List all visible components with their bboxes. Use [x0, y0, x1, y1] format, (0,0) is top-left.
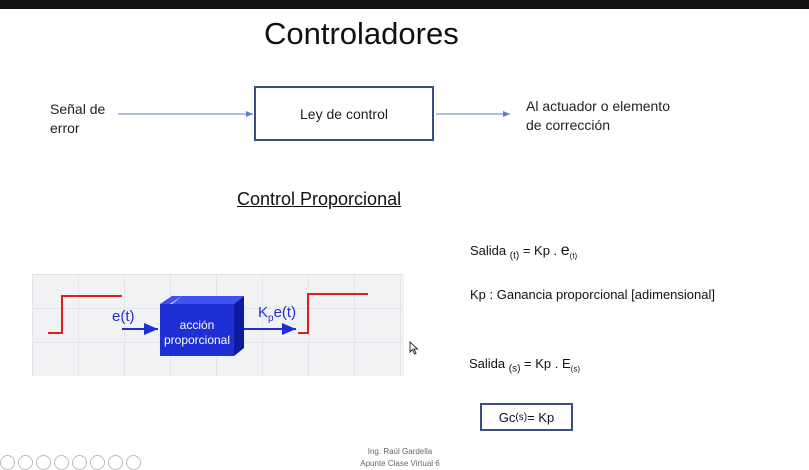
output-signal-label: Kpe(t) — [258, 304, 296, 324]
subtitles-icon[interactable] — [90, 455, 105, 470]
eq1-text: Salida — [470, 243, 510, 258]
proportional-block — [160, 296, 244, 356]
footer-author: Ing. Raúl Gardella — [367, 447, 433, 456]
output-step-signal — [298, 293, 368, 334]
top-bar — [0, 0, 809, 9]
output-label-line2: de corrección — [526, 117, 611, 133]
eq3-text: Salida — [469, 356, 509, 371]
gc-sub: (s) — [515, 411, 528, 423]
input-signal-label: e(t) — [112, 308, 135, 325]
output-k-sub: p — [268, 313, 274, 324]
gc-text-b: = Kp — [527, 409, 555, 425]
block-label: acción proporcional — [160, 318, 234, 348]
eq3-esub: (s) — [570, 364, 580, 374]
eq1-e: e — [560, 242, 570, 259]
eq1-esub: (t) — [569, 251, 578, 261]
input-label: Señal de error — [50, 100, 105, 138]
transfer-function-box: Gc(s) = Kp — [480, 403, 573, 431]
block-label-line1: acción — [179, 318, 215, 332]
eq3-text-b: = Kp . E — [520, 356, 571, 371]
footer-note: Apunte Clase Virtual 6 — [360, 459, 440, 468]
proportional-diagram: e(t) acción proporcional Kpe(t) — [32, 274, 404, 376]
pen-icon[interactable] — [36, 455, 51, 470]
control-law-label: Ley de control — [300, 105, 388, 122]
output-rest: e(t) — [273, 304, 297, 321]
presentation-toolbar — [0, 455, 141, 470]
kp-definition: Kp : Ganancia proporcional [adimensional… — [470, 287, 715, 302]
zoom-icon[interactable] — [72, 455, 87, 470]
slides-icon[interactable] — [54, 455, 69, 470]
equation-salida-t: Salida (t) = Kp . e(t) — [470, 242, 577, 262]
input-label-line2: error — [50, 120, 80, 136]
eq3-sub: (s) — [508, 363, 521, 375]
slide-title: Controladores — [264, 16, 459, 51]
input-step-signal — [48, 295, 122, 334]
section-title: Control Proporcional — [237, 189, 402, 209]
equation-salida-s: Salida (s) = Kp . E(s) — [469, 356, 580, 375]
block-label-line2: proporcional — [163, 333, 231, 347]
mouse-cursor-icon — [409, 341, 419, 355]
eq1-sub: (t) — [509, 250, 520, 262]
input-label-line1: Señal de — [50, 101, 106, 117]
camera-icon[interactable] — [108, 455, 123, 470]
output-label-line1: Al actuador o elemento — [526, 98, 670, 114]
more-options-icon[interactable] — [126, 455, 141, 470]
next-icon[interactable] — [18, 455, 33, 470]
gc-text: Gc — [498, 409, 516, 425]
control-law-block: Ley de control — [254, 86, 434, 141]
previous-icon[interactable] — [0, 455, 15, 470]
output-label: Al actuador o elemento de corrección — [526, 97, 670, 135]
eq1-text-b: = Kp . — [519, 243, 561, 258]
output-k: K — [258, 304, 269, 321]
